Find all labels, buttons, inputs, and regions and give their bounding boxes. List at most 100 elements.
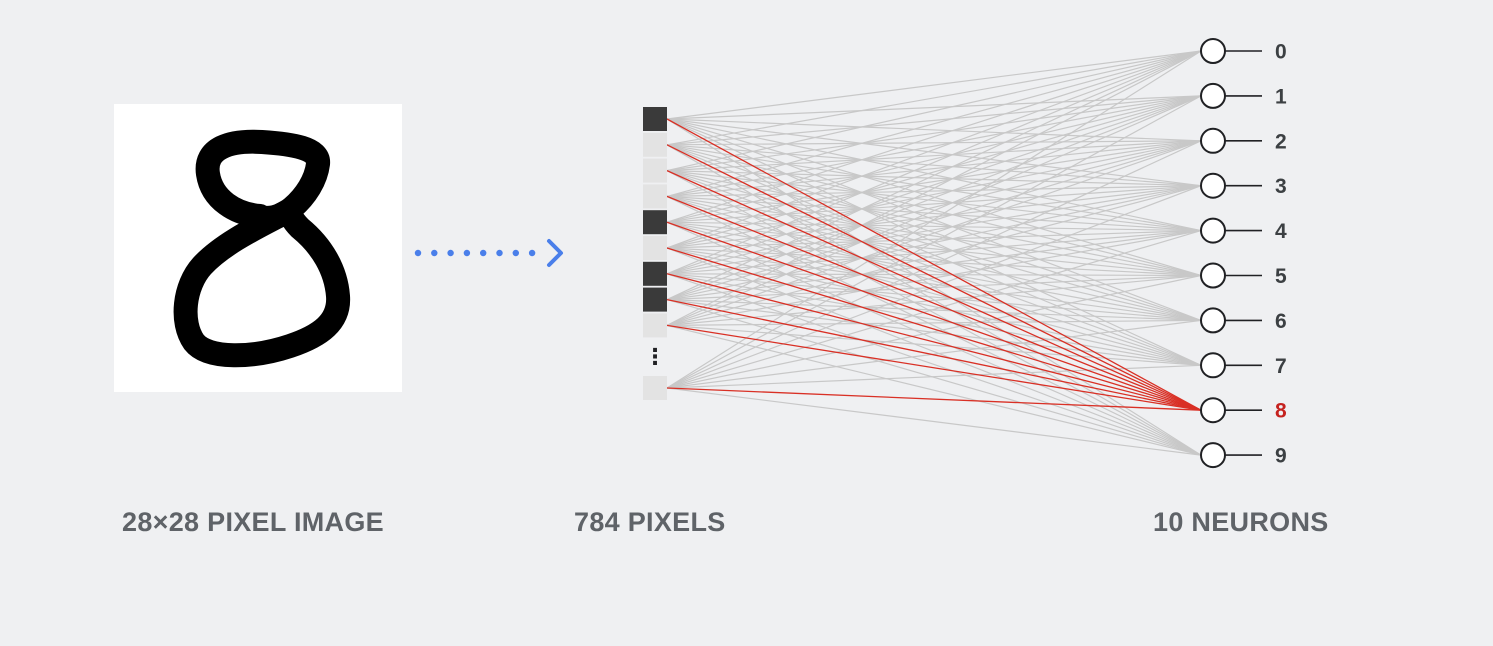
connection-line [666, 274, 1202, 326]
output-neuron [1200, 352, 1226, 379]
neuron-label: 6 [1275, 310, 1287, 333]
dotted-arrow [414, 239, 563, 267]
connection-line [666, 95, 1202, 326]
connection-line [666, 170, 1202, 187]
connection-line [666, 195, 1202, 366]
input-pixel [643, 236, 667, 260]
connection-line [666, 95, 1202, 275]
connection-line [666, 50, 1202, 172]
connection-line [666, 50, 1202, 120]
connection-line [666, 170, 1202, 277]
connection-line [666, 170, 1202, 456]
connection-line [666, 95, 1202, 120]
output-neuron [1200, 307, 1226, 334]
connection-line [666, 140, 1202, 249]
connection-line [666, 230, 1202, 389]
connection-line [666, 195, 1202, 277]
input-pixel [643, 158, 667, 183]
active-connection-line [666, 170, 1202, 411]
active-connection-line [666, 118, 1202, 411]
arrow-dot [528, 249, 536, 257]
output-neuron [1200, 82, 1226, 109]
connection-line [666, 50, 1202, 326]
active-connection-line [666, 144, 1202, 411]
input-pixel [643, 313, 667, 338]
connection-line [666, 95, 1202, 197]
connection-line [666, 185, 1202, 301]
active-connection-line [666, 273, 1202, 411]
input-pixel [643, 184, 667, 209]
connection-line [666, 95, 1202, 223]
caption-image-size: 28×28 PIXEL IMAGE [122, 507, 384, 537]
connection-line [666, 273, 1202, 366]
neuron-label: 8 [1275, 400, 1287, 423]
connection-line [666, 140, 1202, 146]
connection-line [666, 221, 1202, 232]
connection-line [666, 273, 1202, 321]
connection-line [666, 95, 1202, 301]
connection-line [666, 95, 1202, 146]
connection-line [666, 185, 1202, 197]
connection-line [666, 140, 1202, 275]
pixel-ellipsis: ⋮ [644, 345, 666, 370]
arrow-dot [414, 249, 422, 257]
connection-line [666, 319, 1202, 389]
digit-lower-loop [173, 198, 351, 368]
arrow-dot [447, 249, 454, 257]
arrow-dot [431, 249, 438, 257]
output-neuron [1200, 442, 1226, 469]
connection-line [666, 144, 1202, 187]
connection-line [666, 50, 1202, 275]
arrow-dot [496, 249, 503, 257]
caption-neuron-count: 10 NEURONS [1153, 507, 1329, 537]
neuron-label: 4 [1275, 220, 1287, 243]
input-pixel [643, 287, 667, 312]
connection-line [666, 247, 1202, 366]
connection-line [666, 50, 1202, 146]
connection-line [666, 230, 1202, 275]
input-pixel-column [643, 107, 667, 400]
neuron-label: 5 [1275, 265, 1287, 288]
input-pixel [643, 132, 667, 157]
arrow-dot [512, 249, 519, 257]
connection-line [666, 299, 1202, 456]
connection-line [666, 185, 1202, 223]
connection-line [666, 221, 1202, 277]
handwritten-digit-8 [173, 129, 351, 368]
connection-line [666, 50, 1202, 301]
connection-line [666, 319, 1202, 326]
connection-line [666, 185, 1202, 275]
connection-lines [666, 50, 1202, 456]
active-connection-line [666, 221, 1202, 411]
connection-line [666, 140, 1202, 326]
neuron-label: 0 [1275, 41, 1287, 64]
arrow-head-icon [547, 239, 563, 267]
output-neuron [1200, 38, 1226, 64]
active-connection-line [666, 298, 1202, 411]
neuron-label: 2 [1275, 130, 1287, 153]
connection-line [666, 95, 1202, 249]
connection-line [666, 364, 1202, 389]
connection-line [666, 387, 1202, 456]
connection-line [666, 170, 1202, 366]
connection-line [666, 273, 1202, 456]
neuron-label: 7 [1275, 355, 1287, 378]
input-pixel-last [643, 376, 667, 400]
output-neuron [1200, 397, 1226, 424]
connection-line [666, 185, 1202, 389]
connection-line [666, 221, 1202, 321]
connection-line [666, 50, 1202, 223]
connection-line [666, 140, 1202, 197]
caption-pixel-count: 784 PIXELS [574, 507, 726, 537]
connection-line [666, 195, 1202, 456]
active-connection-line [666, 195, 1202, 411]
connection-line [666, 185, 1202, 249]
connection-line [666, 170, 1202, 232]
connection-line [666, 274, 1202, 389]
connection-line [666, 221, 1202, 456]
input-pixel [643, 107, 667, 131]
output-neuron [1200, 172, 1226, 199]
arrow-dot [463, 249, 471, 257]
connection-line [666, 170, 1202, 321]
